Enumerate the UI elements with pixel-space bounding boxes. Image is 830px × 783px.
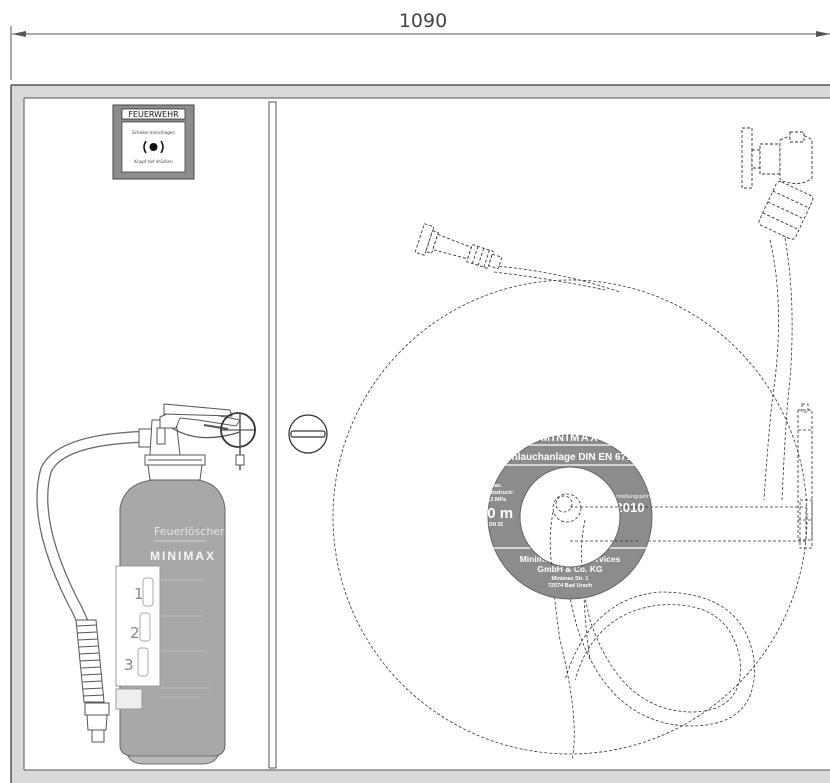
reel-length: 30 m: [479, 505, 513, 522]
reel-hub: [519, 466, 621, 568]
alarm-button-icon: [143, 140, 164, 154]
cabinet-frame: [10, 84, 830, 783]
extinguisher-nozzle: [84, 702, 110, 743]
shutoff-valve: [741, 127, 814, 240]
extinguisher-step-3: 3: [124, 656, 134, 674]
hose-reel: [332, 237, 813, 761]
extinguisher-body: Feuerlöscher MINIMAX 1 2 3: [115, 479, 226, 765]
reel-address-2: 72574 Bad Urach: [548, 583, 593, 589]
reel-standard: Schlauchanlage DIN EN 671-1: [499, 452, 641, 463]
reel-pressure-label-2: Arbeitsdruck:: [478, 490, 514, 496]
reel-address-1: Minimax Str. 1: [552, 576, 589, 582]
fire-alarm-box: FEUERWEHR Scheibe einschlagen Knopf tief…: [112, 104, 195, 180]
reel-diameter: DN 25: [489, 522, 503, 528]
fire-extinguisher: Feuerlöscher MINIMAX 1 2 3: [36, 403, 256, 765]
hose-line-to-valve: [763, 239, 779, 501]
door-divider: [268, 101, 277, 769]
hose-inner-loop: [574, 504, 741, 713]
reel-label-disc: MINIMAX Schlauchanlage DIN EN 671-1 Max.…: [478, 432, 653, 600]
reel-year-label: Herstellungsjahr:: [610, 494, 651, 500]
extinguisher-safety-pin: [220, 412, 256, 470]
dimension-arrow-right: [816, 31, 830, 37]
reel-pivot-overlay: [549, 493, 648, 568]
alarm-text-2: Knopf tief drücken: [134, 159, 173, 164]
extinguisher-head: [138, 403, 241, 481]
extinguisher-brand: MINIMAX: [150, 549, 216, 563]
extinguisher-title: Feuerlöscher: [154, 525, 225, 538]
reel-brand: MINIMAX: [541, 432, 599, 444]
hose-line-upper: [493, 271, 606, 291]
reel-pressure-value: 1,2 MPa: [486, 497, 507, 503]
extinguisher-step-1: 1: [134, 585, 144, 603]
reel-outer-coil: [332, 279, 808, 755]
extinguisher-step-2: 2: [130, 624, 140, 642]
reel-company-2: GmbH & Co. KG: [537, 564, 603, 574]
reel-year: 2010: [616, 500, 645, 515]
dimension-label: 1090: [399, 10, 447, 32]
door-latch: [288, 414, 328, 454]
width-dimension: 1090: [10, 10, 830, 80]
reel-swing-arm: [570, 506, 807, 542]
hose-line-lower: [483, 264, 621, 293]
hose-nozzle: [414, 223, 503, 270]
reel-pressure-label-1: Max.: [490, 483, 503, 489]
extinguisher-hose-corrugated: [75, 619, 105, 703]
alarm-text-1: Scheibe einschlagen: [132, 130, 175, 135]
reel-mount-bracket: [797, 403, 813, 541]
alarm-header: FEUERWEHR: [128, 110, 179, 119]
dimension-arrow-left: [12, 31, 26, 37]
